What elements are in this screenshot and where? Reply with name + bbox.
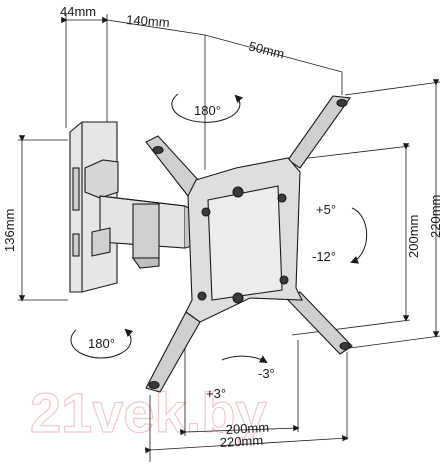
rotation-arrows bbox=[70, 93, 368, 364]
vesa-plate bbox=[145, 95, 353, 393]
dim-vesa-v-inner: 200mm bbox=[406, 215, 421, 258]
dimension-lines bbox=[18, 14, 441, 462]
dim-vesa-h-outer: 220mm bbox=[219, 433, 263, 450]
angle-tilt-up: +5° bbox=[316, 202, 336, 217]
angle-swivel-top: 180° bbox=[194, 103, 221, 118]
dim-depth-min: 44mm bbox=[60, 4, 96, 19]
angle-level-minus: -3° bbox=[258, 366, 275, 381]
dim-depth-max: 140mm bbox=[126, 12, 170, 30]
dim-arm-offset: 50mm bbox=[247, 38, 286, 61]
dim-wall-plate-height: 136mm bbox=[2, 209, 17, 252]
dim-vesa-h-inner: 200mm bbox=[225, 420, 269, 437]
angle-level-plus: +3° bbox=[206, 386, 226, 401]
angle-swivel-bottom: 180° bbox=[88, 336, 115, 351]
angle-tilt-down: -12° bbox=[312, 249, 336, 264]
swing-arm bbox=[84, 159, 193, 269]
dim-vesa-v-outer: 220mm bbox=[428, 195, 443, 238]
